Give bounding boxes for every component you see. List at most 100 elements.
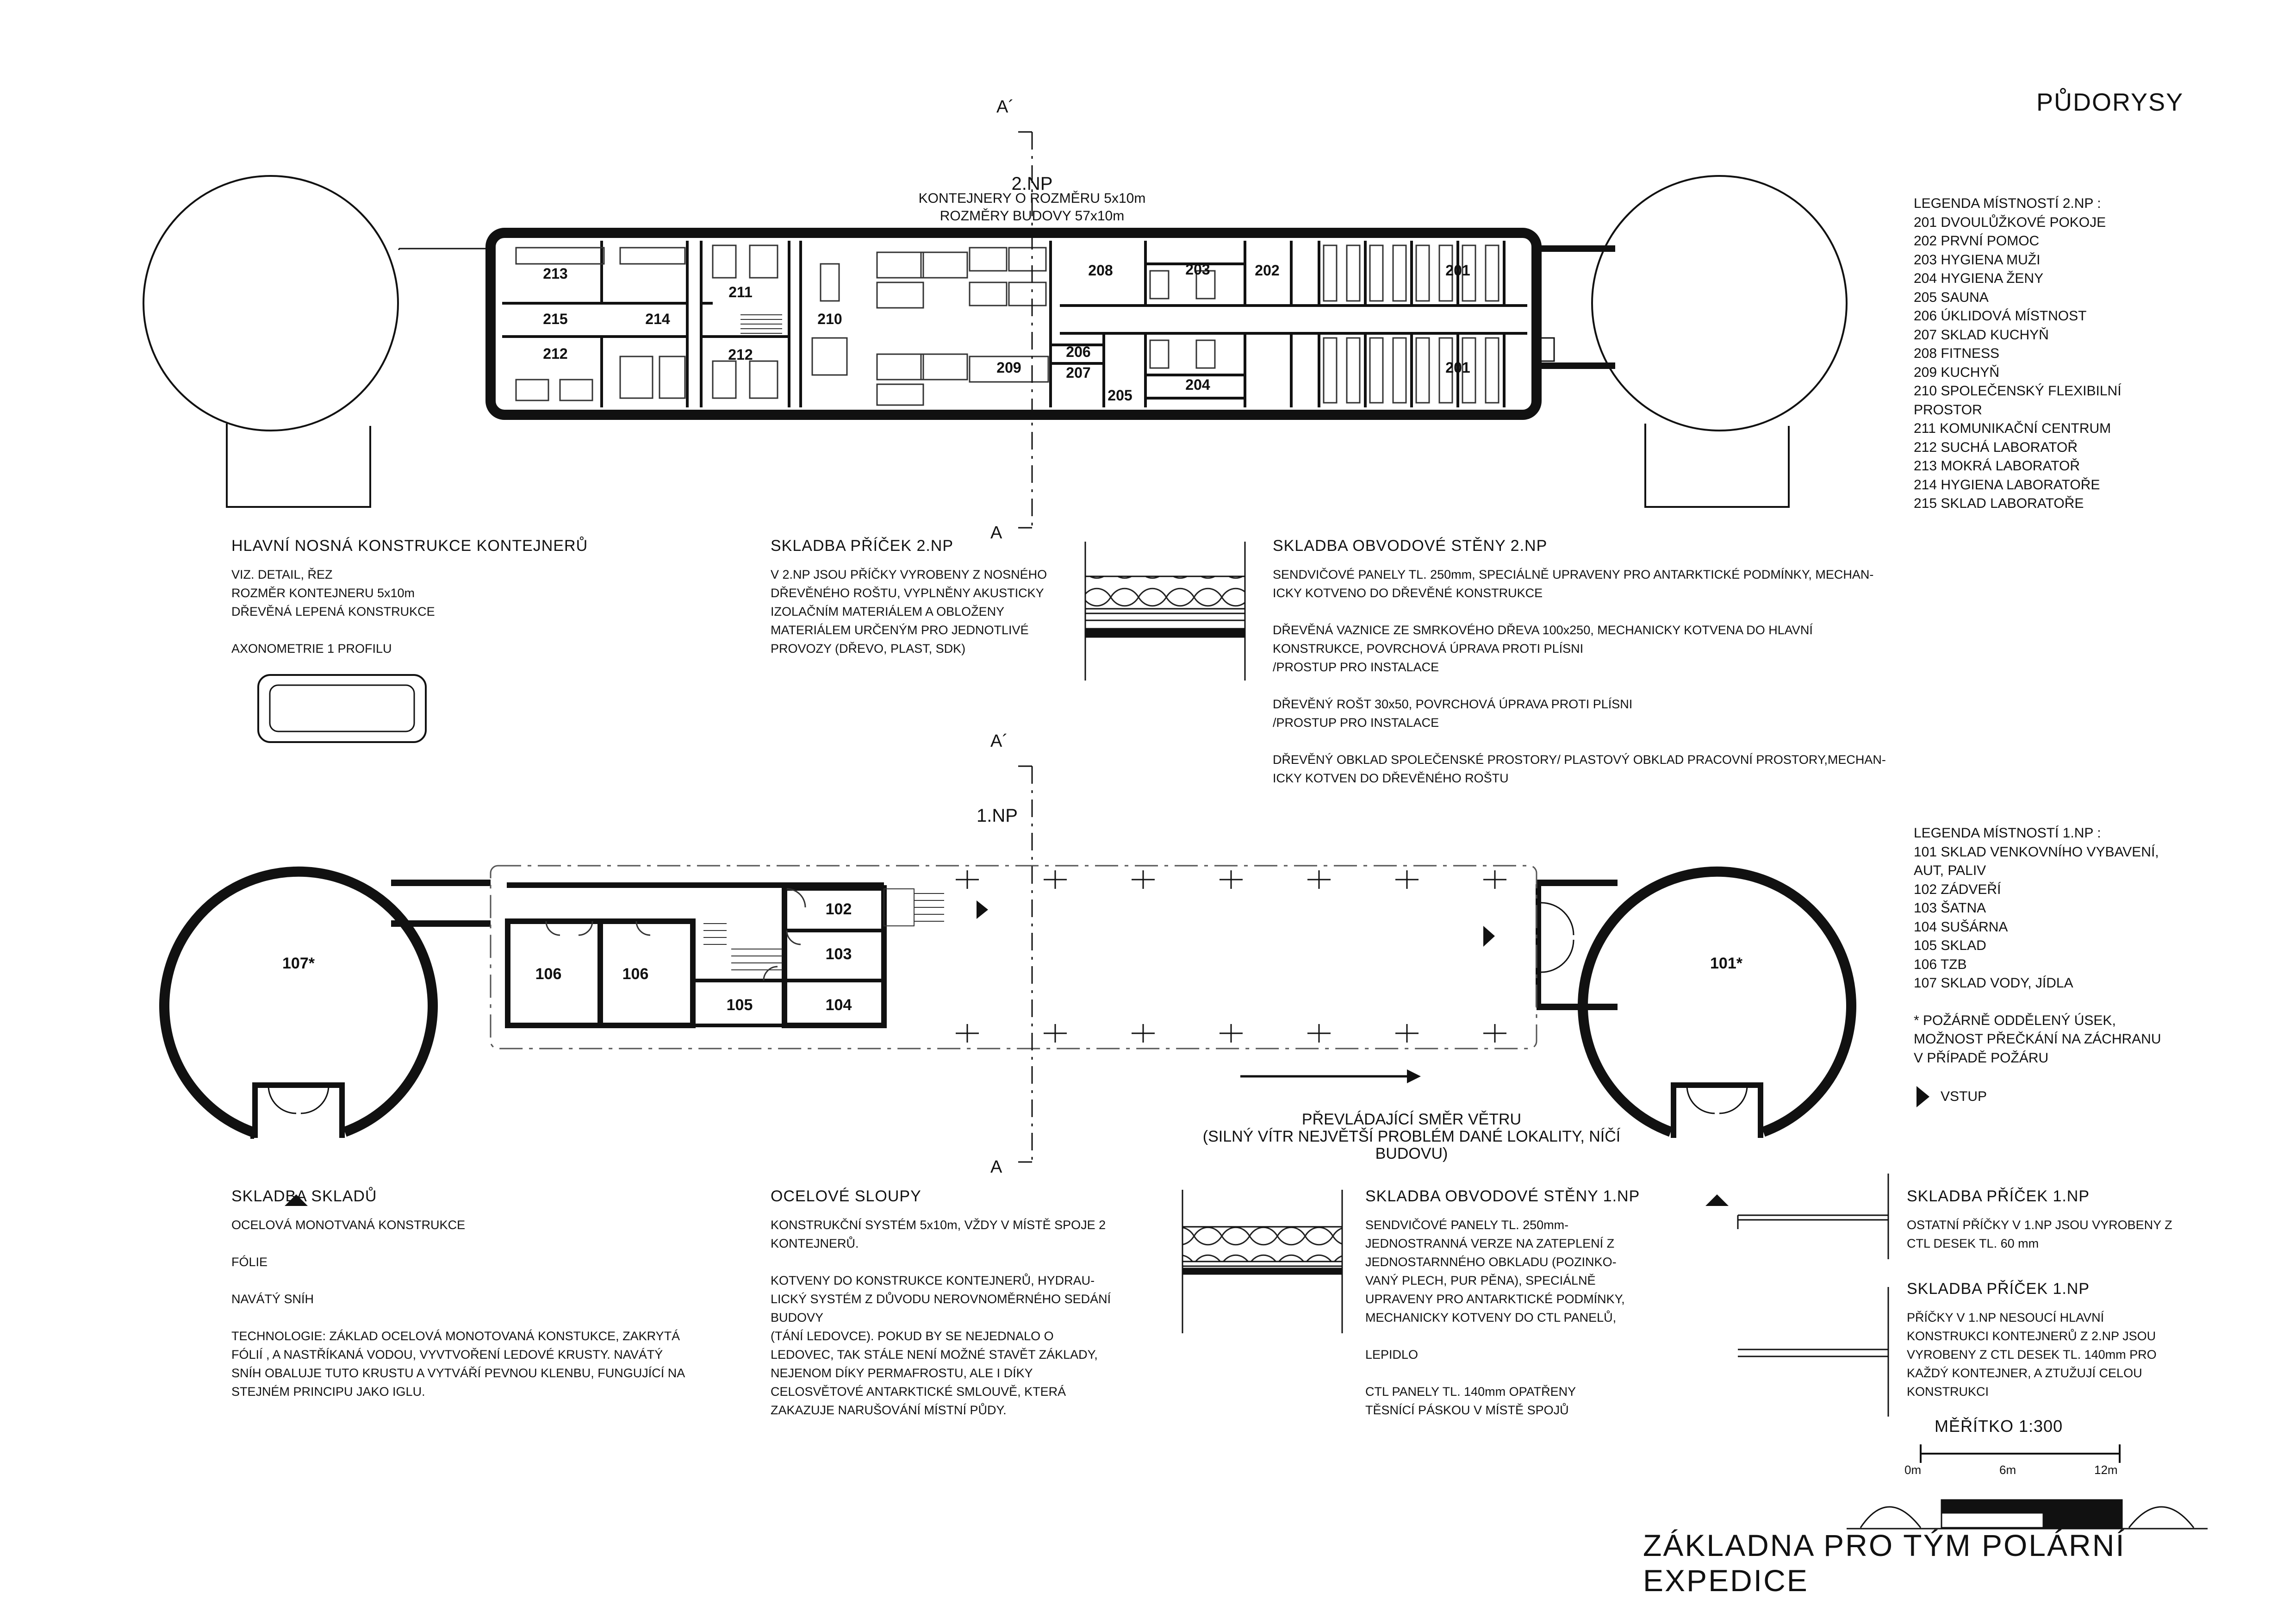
legend-2np-item-10: PROSTOR (1914, 402, 1982, 418)
room-label-2np-212-3: 212 (543, 345, 568, 362)
room-label-1np-104-4: 104 (825, 996, 852, 1014)
steel-column-cross (1307, 1024, 1331, 1043)
room-label-2np-211-4: 211 (728, 283, 753, 300)
steel-column-cross (1220, 870, 1243, 889)
note-outer-wall-1np: SKLADBA OBVODOVÉ STĚNY 1.NP SENDVIČOVÉ P… (1365, 1187, 1640, 1419)
page-title: PŮDORYSY (2036, 88, 2184, 116)
note-storage-p1: OCELOVÁ MONOTVANÁ KONSTRUKCE (231, 1218, 466, 1232)
note-partitions-1np-a: SKLADBA PŘÍČEK 1.NP OSTATNÍ PŘÍČKY V 1.N… (1907, 1187, 2172, 1253)
steel-column-cross (1044, 1024, 1067, 1043)
note-outer-wall-2np-p1: SENDVIČOVÉ PANELY TL. 250mm, SPECIÁLNĚ U… (1273, 568, 1874, 600)
floor1-label: 1.NP (977, 806, 1018, 826)
entrance-legend: VSTUP (1914, 1085, 2161, 1108)
entrance-arrow-right (1483, 926, 1495, 947)
room-label-2np-204-16: 204 (1185, 376, 1210, 393)
legend-2np-item-2: 203 HYGIENA MUŽI (1914, 252, 2041, 268)
note-partitions-1np-a-heading: SKLADBA PŘÍČEK 1.NP (1907, 1187, 2090, 1205)
floor2-label: 2.NP (1011, 174, 1053, 194)
legend-2np-item-11: 211 KOMUNIKAČNÍ CENTRUM (1914, 421, 2111, 436)
note-outer-wall-2np-heading: SKLADBA OBVODOVÉ STĚNY 2.NP (1273, 537, 1548, 555)
note-outer-wall-2np-p4: DŘEVĚNÝ OBKLAD SPOLEČENSKÉ PROSTORY/ PLA… (1273, 753, 1886, 785)
legend-2np-item-6: 207 SKLAD KUCHYŇ (1914, 327, 2049, 343)
room-label-2np-201-11: 201 (1445, 262, 1470, 279)
note-main-structure-axo: AXONOMETRIE 1 PROFILU (231, 642, 392, 656)
room-label-1np-102-2: 102 (825, 900, 852, 918)
steel-column-cross (1044, 870, 1067, 889)
floor2-note-line2: ROZMĚRY BUDOVY 57x10m (940, 208, 1125, 224)
legend-1np-items: 101 SKLAD VENKOVNÍHO VYBAVENÍ, AUT, PALIV… (1914, 843, 2161, 993)
steel-column-cross (1395, 1024, 1419, 1043)
room-label-2np-208-8: 208 (1088, 262, 1113, 279)
storage-dome-right (1578, 866, 1856, 1137)
room-label-2np-202-10: 202 (1255, 262, 1280, 279)
note-main-structure-heading: HLAVNÍ NOSNÁ KONSTRUKCE KONTEJNERŮ (231, 537, 588, 555)
entrance-arrow-dome-right (1705, 1194, 1729, 1206)
scale-bar (1920, 1444, 2121, 1463)
legend-2np-item-12: 212 SUCHÁ LABORATOŘ (1914, 439, 2078, 455)
axonometry-profile (257, 674, 427, 743)
section-label-a-1np: A (990, 1157, 1002, 1177)
room-label-2np-209-7: 209 (996, 359, 1021, 376)
note-partitions-2np-text: V 2.NP JSOU PŘÍČKY VYROBENY Z NOSNÉHO DŘ… (771, 568, 1047, 656)
note-outer-wall-2np-p2: DŘEVĚNÁ VAZNICE ZE SMRKOVÉHO DŘEVA 100x2… (1273, 623, 1813, 674)
legend-1np-item-0: 101 SKLAD VENKOVNÍHO VYBAVENÍ, (1914, 844, 2159, 860)
note-steel-columns: OCELOVÉ SLOUPY KONSTRUKČNÍ SYSTÉM 5x10m,… (771, 1187, 1111, 1419)
legend-1np-title: LEGENDA MÍSTNOSTÍ 1.NP : (1914, 825, 2101, 841)
steel-column-cross (1132, 870, 1155, 889)
room-label-1np-101star-1: 101* (1710, 954, 1742, 972)
note-outer-wall-1np-p2: LEPIDLO (1365, 1348, 1419, 1362)
note-outer-wall-1np-heading: SKLADBA OBVODOVÉ STĚNY 1.NP (1365, 1187, 1640, 1205)
legend-2np-item-9: 210 SPOLEČENSKÝ FLEXIBILNÍ (1914, 383, 2122, 399)
building-footprint-dashed (490, 865, 1537, 1049)
note-main-structure-text: VIZ. DETAIL, ŘEZ ROZMĚR KONTEJNERU 5x10m… (231, 568, 435, 618)
wind-note: PŘEVLÁDAJÍCÍ SMĚR VĚTRU (SILNÝ VÍTR NEJV… (1129, 1111, 1694, 1162)
room-label-1np-107star-0: 107* (282, 954, 315, 972)
storage-sphere-right (1591, 175, 1848, 431)
note-partitions-1np-b-text: PŘÍČKY V 1.NP NESOUCÍ HLAVNÍ KONSTRUKCI … (1907, 1311, 2157, 1399)
steel-column-cross (956, 870, 979, 889)
note-partitions-2np-heading: SKLADBA PŘÍČEK 2.NP (771, 537, 954, 555)
legend-2np-item-0: 201 DVOULŮŽKOVÉ POKOJE (1914, 214, 2106, 230)
legend-1np-item-4: 104 SUŠÁRNA (1914, 919, 2008, 935)
room-label-2np-205-15: 205 (1108, 387, 1132, 404)
partition-details-1np (1737, 1174, 1889, 1417)
floor2-note: KONTEJNERY O ROZMĚRU 5x10m ROZMĚRY BUDOV… (787, 190, 1277, 225)
section-label-a-2np: A (990, 523, 1002, 543)
note-storage: SKLADBA SKLADŮ OCELOVÁ MONOTVANÁ KONSTRU… (231, 1187, 685, 1401)
legend-2np-item-5: 206 ÚKLIDOVÁ MÍSTNOST (1914, 308, 2087, 324)
room-label-2np-213-0: 213 (543, 265, 568, 282)
legend-1np-item-1: AUT, PALIV (1914, 863, 1986, 878)
scale-tick-0: 0m (1904, 1463, 1922, 1477)
section-label-a-prime-1np: A´ (990, 731, 1008, 751)
entrance-arrow-left (977, 900, 988, 919)
legend-2np-item-7: 208 FITNESS (1914, 346, 2000, 361)
note-outer-wall-1np-p1: SENDVIČOVÉ PANELY TL. 250mm- JEDNOSTRANN… (1365, 1218, 1625, 1324)
note-main-structure: HLAVNÍ NOSNÁ KONSTRUKCE KONTEJNERŮ VIZ. … (231, 537, 588, 658)
note-outer-wall-2np: SKLADBA OBVODOVÉ STĚNY 2.NP SENDVIČOVÉ P… (1273, 537, 1886, 787)
entrance-arrow-icon (1916, 1086, 1929, 1107)
note-steel-columns-p2: KOTVENY DO KONSTRUKCE KONTEJNERŮ, HYDRAU… (771, 1274, 1111, 1417)
legend-1np-item-7: 107 SKLAD VODY, JÍDLA (1914, 975, 2073, 991)
steel-column-cross (1307, 870, 1331, 889)
legend-2np-item-1: 202 PRVNÍ POMOC (1914, 233, 2040, 249)
note-outer-wall-2np-p3: DŘEVĚNÝ ROŠT 30x50, POVRCHOVÁ ÚPRAVA PRO… (1273, 697, 1633, 730)
room-label-1np-106-6: 106 (535, 965, 562, 983)
legend-1np-item-6: 106 TZB (1914, 956, 1967, 972)
wind-text: (SILNÝ VÍTR NEJVĚTŠÍ PROBLÉM DANÉ LOKALI… (1202, 1128, 1621, 1162)
entrance-legend-label: VSTUP (1941, 1088, 1987, 1104)
footer-title: ZÁKLADNA PRO TÝM POLÁRNÍ EXPEDICE (1643, 1528, 2126, 1598)
scale-label: MĚŘÍTKO 1:300 (1935, 1417, 2063, 1436)
note-steel-columns-heading: OCELOVÉ SLOUPY (771, 1187, 921, 1205)
room-label-2np-206-13: 206 (1066, 343, 1091, 360)
room-label-2np-210-6: 210 (817, 310, 842, 327)
note-partitions-1np-b: SKLADBA PŘÍČEK 1.NP PŘÍČKY V 1.NP NESOUC… (1907, 1280, 2157, 1401)
note-storage-p2: FÓLIE (231, 1255, 268, 1269)
entrance-arrow-dome-left (285, 1194, 308, 1206)
legend-1np-item-5: 105 SKLAD (1914, 938, 1986, 953)
steel-column-cross (956, 1024, 979, 1043)
building-outline-2np (485, 228, 1542, 420)
steel-columns (956, 870, 1506, 1043)
room-label-2np-212-5: 212 (728, 346, 753, 363)
legend-2np-item-14: 214 HYGIENA LABORATOŘE (1914, 477, 2100, 493)
